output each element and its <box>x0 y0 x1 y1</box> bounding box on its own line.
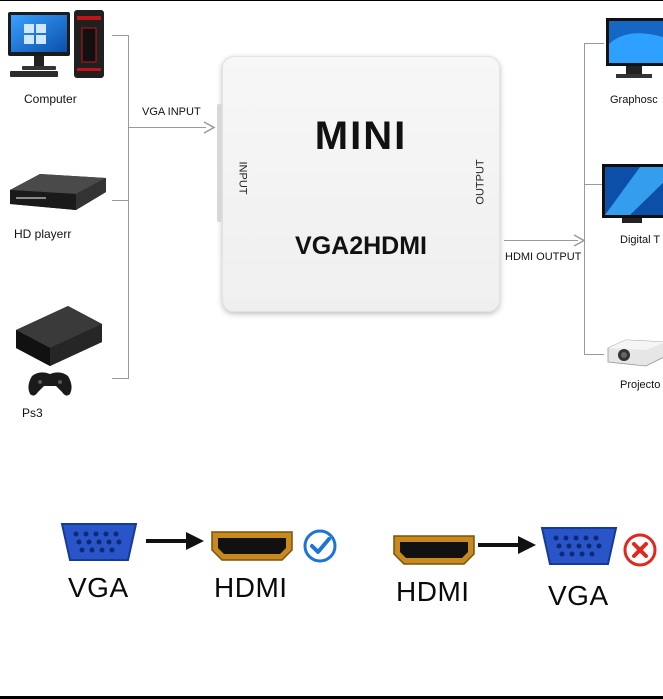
hd-player-label: HD playerr <box>14 227 72 241</box>
hdmi-output-label: HDMI OUTPUT <box>505 251 582 263</box>
output-side-label: OUTPUT <box>474 159 487 205</box>
row1-source-label: VGA <box>68 572 129 603</box>
computer-label: Computer <box>24 92 77 106</box>
cross-icon <box>623 533 657 567</box>
monitor-icon <box>606 18 663 78</box>
hdmi-connector-icon <box>211 531 293 561</box>
connector-line <box>112 200 128 201</box>
input-side-label: INPUT <box>236 161 249 195</box>
converter-model-text: VGA2HDMI <box>295 232 427 260</box>
arrow-right-icon <box>146 532 204 550</box>
connector-line <box>584 354 604 355</box>
hdmi-connector-icon <box>393 535 475 565</box>
connector-line <box>584 43 585 355</box>
row2-source-label: HDMI <box>396 576 470 607</box>
computer-icon <box>8 10 104 78</box>
hdmi-output-arrow-line <box>504 240 578 241</box>
connector-line <box>112 35 128 36</box>
ps3-console-icon <box>16 306 102 396</box>
projector-icon <box>607 339 663 367</box>
arrow-right-icon <box>478 536 536 554</box>
vga-connector-icon <box>60 523 138 561</box>
connector-line <box>584 43 604 44</box>
connector-line <box>584 184 604 185</box>
row2-target-label: VGA <box>548 580 609 611</box>
graphosc-label: Graphosc <box>610 94 658 106</box>
ps3-label: Ps3 <box>22 406 43 420</box>
row1-target-label: HDMI <box>214 572 288 603</box>
check-icon <box>303 529 337 563</box>
vga-connector-icon <box>540 527 618 565</box>
digital-tv-label: Digital T <box>620 234 661 246</box>
vga-input-label: VGA INPUT <box>142 106 201 118</box>
vga-input-arrow-line <box>128 127 206 128</box>
projector-label: Projecto <box>620 379 661 391</box>
vga-port-edge <box>217 104 222 222</box>
converter-brand-text: MINI <box>314 114 408 158</box>
connector-line <box>112 378 128 379</box>
tv-icon <box>602 164 663 223</box>
top-border <box>0 0 663 1</box>
connector-line <box>128 35 129 379</box>
arrow-right-icon <box>203 121 216 134</box>
bottom-border <box>0 696 663 699</box>
vga2hdmi-converter: MINI VGA2HDMI <box>222 56 500 312</box>
hd-player-icon <box>10 174 106 210</box>
